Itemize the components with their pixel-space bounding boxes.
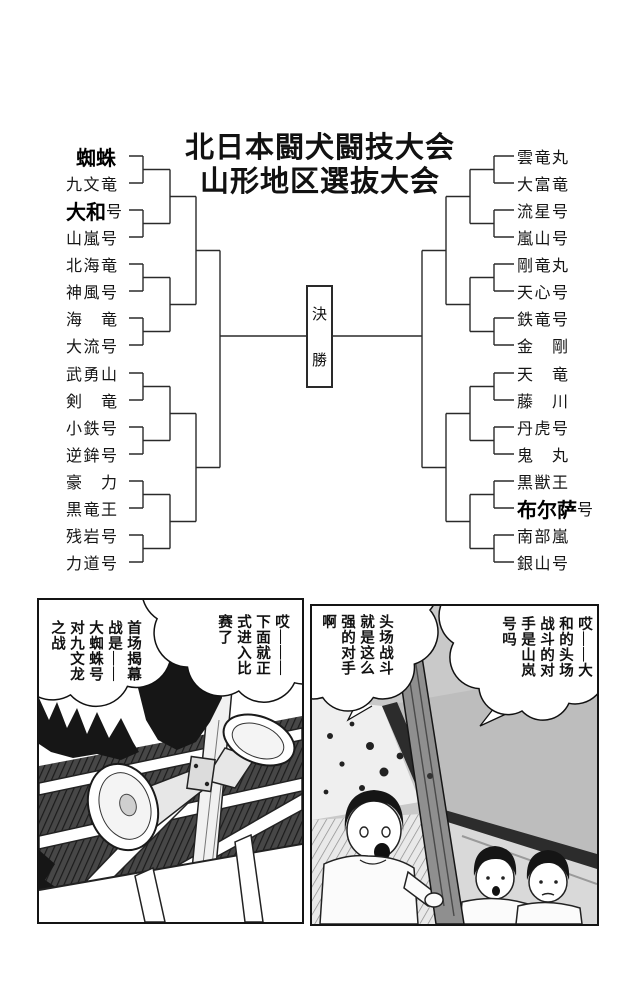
bracket-entry-name: 天 竜 <box>517 367 570 384</box>
speaker-mount <box>186 755 216 793</box>
loudspeaker-illustration <box>39 600 302 922</box>
tournament-title: 北日本闘犬闘技大会 山形地区選抜大会 <box>158 131 482 199</box>
bracket-entry-name: 残岩号 <box>66 529 119 546</box>
bracket-entry-name: 南部嵐 <box>517 529 570 546</box>
bracket-entry-right-3: 嵐山号 <box>517 226 570 248</box>
bracket-entry-right-7: 金 剛 <box>517 334 570 356</box>
bracket-entry-left-7: 大流号 <box>66 334 119 356</box>
tournament-title-line1: 北日本闘犬闘技大会 <box>184 132 455 164</box>
speech-bubble-outline <box>142 600 302 703</box>
bracket-entry-name: 流星号 <box>517 204 570 221</box>
bracket-entry-right-1: 大富竜 <box>517 172 570 194</box>
bracket-entry-name: 大流号 <box>66 339 119 356</box>
bracket-entry-emphasis: 蜘蛛 <box>76 147 116 170</box>
bracket-entry-name: 武勇山 <box>66 367 119 384</box>
bracket-entry-name: 剣 竜 <box>66 394 119 411</box>
bracket-entry-right-15: 銀山号 <box>517 551 570 573</box>
bracket-entry-left-4: 北海竜 <box>66 253 119 275</box>
bracket-entry-name: 雲竜丸 <box>517 150 570 167</box>
bracket-entry-left-6: 海 竜 <box>66 307 119 329</box>
final-match-box: 決勝 <box>306 285 333 388</box>
bracket-entry-emphasis: 布尔萨 <box>517 499 577 522</box>
bracket-entry-left-2: 大和号 <box>66 199 124 224</box>
bracket-entry-left-15: 力道号 <box>66 551 119 573</box>
bracket-entry-name: 海 竜 <box>66 312 119 329</box>
bracket-entry-name: 豪 力 <box>66 475 119 492</box>
spectators-illustration <box>312 606 597 924</box>
horn-speaker-right <box>203 713 296 789</box>
bracket-entry-name: 号 <box>106 204 124 221</box>
bracket-entry-left-9: 剣 竜 <box>66 389 119 411</box>
bracket-entry-name: 鬼 丸 <box>517 448 570 465</box>
bracket-entry-name: 小鉄号 <box>66 421 119 438</box>
distant-stands <box>312 698 420 820</box>
boy-figure-1 <box>319 790 435 924</box>
bracket-entry-right-5: 天心号 <box>517 280 570 302</box>
bracket-entry-left-10: 小鉄号 <box>66 416 119 438</box>
bracket-entry-name: 山嵐号 <box>66 231 119 248</box>
bracket-entry-left-8: 武勇山 <box>66 362 119 384</box>
bracket-entry-name: 神風号 <box>66 285 119 302</box>
speech-bubble-text: 头场战斗 就是这么 强的对手 啊 <box>320 614 393 676</box>
bracket-entry-name: 藤 川 <box>517 394 570 411</box>
bracket-entry-right-4: 剛竜丸 <box>517 253 570 275</box>
bracket-entry-name: 力道号 <box>66 556 119 573</box>
bracket-entry-name: 逆鉾号 <box>66 448 119 465</box>
boy-figure-3 <box>515 850 583 924</box>
bracket-entry-right-12: 黒獣王 <box>517 470 570 492</box>
bracket-entry-name: 天心号 <box>517 285 570 302</box>
bracket-entry-right-14: 南部嵐 <box>517 524 570 546</box>
bracket-entry-name: 黒竜王 <box>66 502 119 519</box>
bracket-entry-name: 銀山号 <box>517 556 570 573</box>
bracket-lines-illustration <box>129 155 514 563</box>
bracket-entry-right-10: 丹虎号 <box>517 416 570 438</box>
bracket-entry-emphasis: 大和 <box>66 201 106 224</box>
bracket-entry-left-3: 山嵐号 <box>66 226 119 248</box>
bracket-entry-right-8: 天 竜 <box>517 362 570 384</box>
bracket-entry-name: 嵐山号 <box>517 231 570 248</box>
bracket-entry-left-12: 豪 力 <box>66 470 119 492</box>
manga-panel-left: 首场揭幕 战是—— 大蜘蛛号 对九文龙 之战 哎——— 下面就正 式进入比 赛了 <box>37 598 304 924</box>
bracket-entry-right-0: 雲竜丸 <box>517 145 570 167</box>
bracket-entry-name: 北海竜 <box>66 258 119 275</box>
bracket-entry-right-2: 流星号 <box>517 199 570 221</box>
bracket-entry-right-6: 鉄竜号 <box>517 307 570 329</box>
manga-panel-right: 头场战斗 就是这么 强的对手 啊 哎——大 和的头场 战斗的对 手是山岚 号吗 <box>310 604 599 926</box>
bracket-entry-left-13: 黒竜王 <box>66 497 119 519</box>
bracket-entry-left-14: 残岩号 <box>66 524 119 546</box>
boy-figure-2 <box>459 846 531 924</box>
speech-bubble-outline <box>438 606 597 721</box>
bracket-entry-left-1: 九文竜 <box>66 172 119 194</box>
bracket-entry-name: 黒獣王 <box>517 475 570 492</box>
bracket-entry-name: 鉄竜号 <box>517 312 570 329</box>
bracket-entry-left-0: 蜘蛛 <box>66 145 116 170</box>
tournament-title-line2: 山形地区選抜大会 <box>199 166 440 198</box>
boy-hand <box>424 892 444 908</box>
speech-bubble-outline <box>312 606 439 712</box>
bracket-entry-name: 剛竜丸 <box>517 258 570 275</box>
bracket-entry-name: 金 剛 <box>517 339 570 356</box>
bracket-entry-name: 九文竜 <box>66 177 119 194</box>
bracket-entry-right-9: 藤 川 <box>517 389 570 411</box>
bracket-entry-right-13: 布尔萨号 <box>517 497 595 522</box>
bracket-entry-name: 丹虎号 <box>517 421 570 438</box>
speech-bubble-text: 哎——大 和的头场 战斗的对 手是山岚 号吗 <box>500 616 592 678</box>
bracket-entry-name: 号 <box>577 502 595 519</box>
bracket-entry-right-11: 鬼 丸 <box>517 443 570 465</box>
speech-bubble-text: 首场揭幕 战是—— 大蜘蛛号 对九文龙 之战 <box>49 620 141 682</box>
bracket-entry-left-5: 神風号 <box>66 280 119 302</box>
bracket-connector-lines <box>129 155 514 563</box>
lower-beams <box>39 833 302 922</box>
bracket-entry-name: 大富竜 <box>517 177 570 194</box>
speech-bubble-text: 哎——— 下面就正 式进入比 赛了 <box>216 614 289 676</box>
bracket-entry-left-11: 逆鉾号 <box>66 443 119 465</box>
